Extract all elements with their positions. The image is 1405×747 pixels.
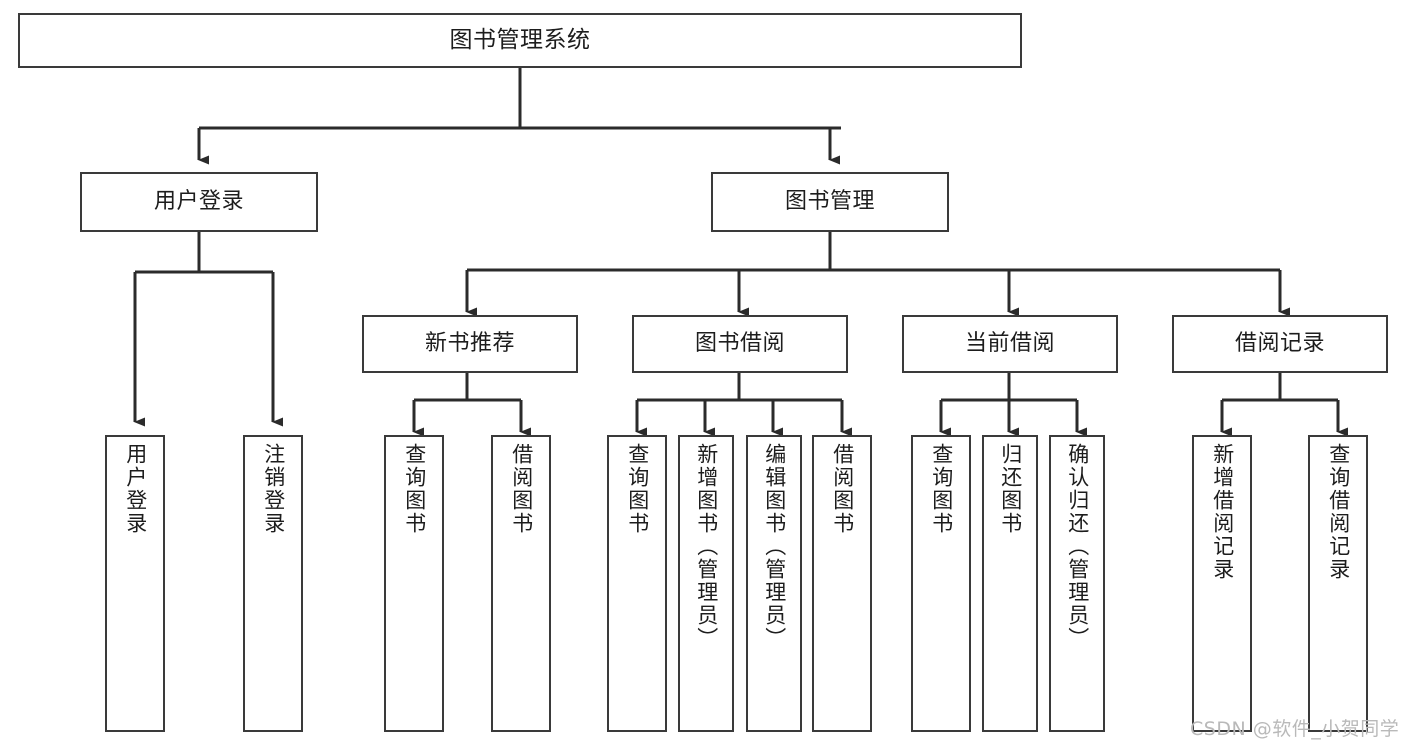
node-user-login[interactable]: 用户登录 — [80, 172, 318, 232]
node-label: 归还图书 — [998, 443, 1023, 535]
leaf-currentborrow-query-book[interactable]: 查询图书 — [911, 435, 971, 732]
leaf-bookborrow-edit-book-admin[interactable]: 编辑图书（管理员） — [746, 435, 802, 732]
node-label: 查询图书 — [929, 443, 954, 535]
node-new-book-recommend[interactable]: 新书推荐 — [362, 315, 578, 373]
leaf-newbook-borrow-book[interactable]: 借阅图书 — [491, 435, 551, 732]
node-label: 借阅图书 — [830, 443, 855, 535]
leaf-currentborrow-confirm-return-admin[interactable]: 确认归还（管理员） — [1049, 435, 1105, 732]
node-label: 新书推荐 — [424, 330, 515, 356]
node-label: 确认归还（管理员） — [1065, 443, 1090, 650]
node-label: 借阅图书 — [509, 443, 534, 535]
leaf-logout[interactable]: 注销登录 — [243, 435, 303, 732]
node-label: 注销登录 — [261, 443, 286, 535]
leaf-borrowrecord-query-record[interactable]: 查询借阅记录 — [1308, 435, 1368, 732]
node-book-borrow[interactable]: 图书借阅 — [632, 315, 848, 373]
node-label: 用户登录 — [153, 188, 244, 214]
leaf-currentborrow-return-book[interactable]: 归还图书 — [982, 435, 1038, 732]
node-label: 用户登录 — [123, 443, 148, 535]
node-book-management-system[interactable]: 图书管理系统 — [18, 13, 1022, 68]
leaf-borrowrecord-add-record[interactable]: 新增借阅记录 — [1192, 435, 1252, 732]
node-label: 图书管理 — [784, 188, 875, 214]
leaf-newbook-query-book[interactable]: 查询图书 — [384, 435, 444, 732]
node-borrow-record[interactable]: 借阅记录 — [1172, 315, 1388, 373]
node-label: 查询图书 — [625, 443, 650, 535]
node-label: 图书管理系统 — [449, 26, 591, 53]
leaf-bookborrow-add-book-admin[interactable]: 新增图书（管理员） — [678, 435, 734, 732]
csdn-watermark: CSDN @软件_小贺同学 — [1190, 718, 1400, 740]
node-label: 新增图书（管理员） — [694, 443, 719, 650]
node-label: 当前借阅 — [964, 330, 1055, 356]
node-label: 借阅记录 — [1234, 330, 1325, 356]
node-label: 编辑图书（管理员） — [762, 443, 787, 650]
node-label: 图书借阅 — [694, 330, 785, 356]
node-label: 新增借阅记录 — [1210, 443, 1235, 581]
leaf-user-login[interactable]: 用户登录 — [105, 435, 165, 732]
leaf-bookborrow-query-book[interactable]: 查询图书 — [607, 435, 667, 732]
leaf-bookborrow-borrow-book[interactable]: 借阅图书 — [812, 435, 872, 732]
node-label: 查询图书 — [402, 443, 427, 535]
node-current-borrow[interactable]: 当前借阅 — [902, 315, 1118, 373]
node-label: 查询借阅记录 — [1326, 443, 1351, 581]
node-book-management[interactable]: 图书管理 — [711, 172, 949, 232]
